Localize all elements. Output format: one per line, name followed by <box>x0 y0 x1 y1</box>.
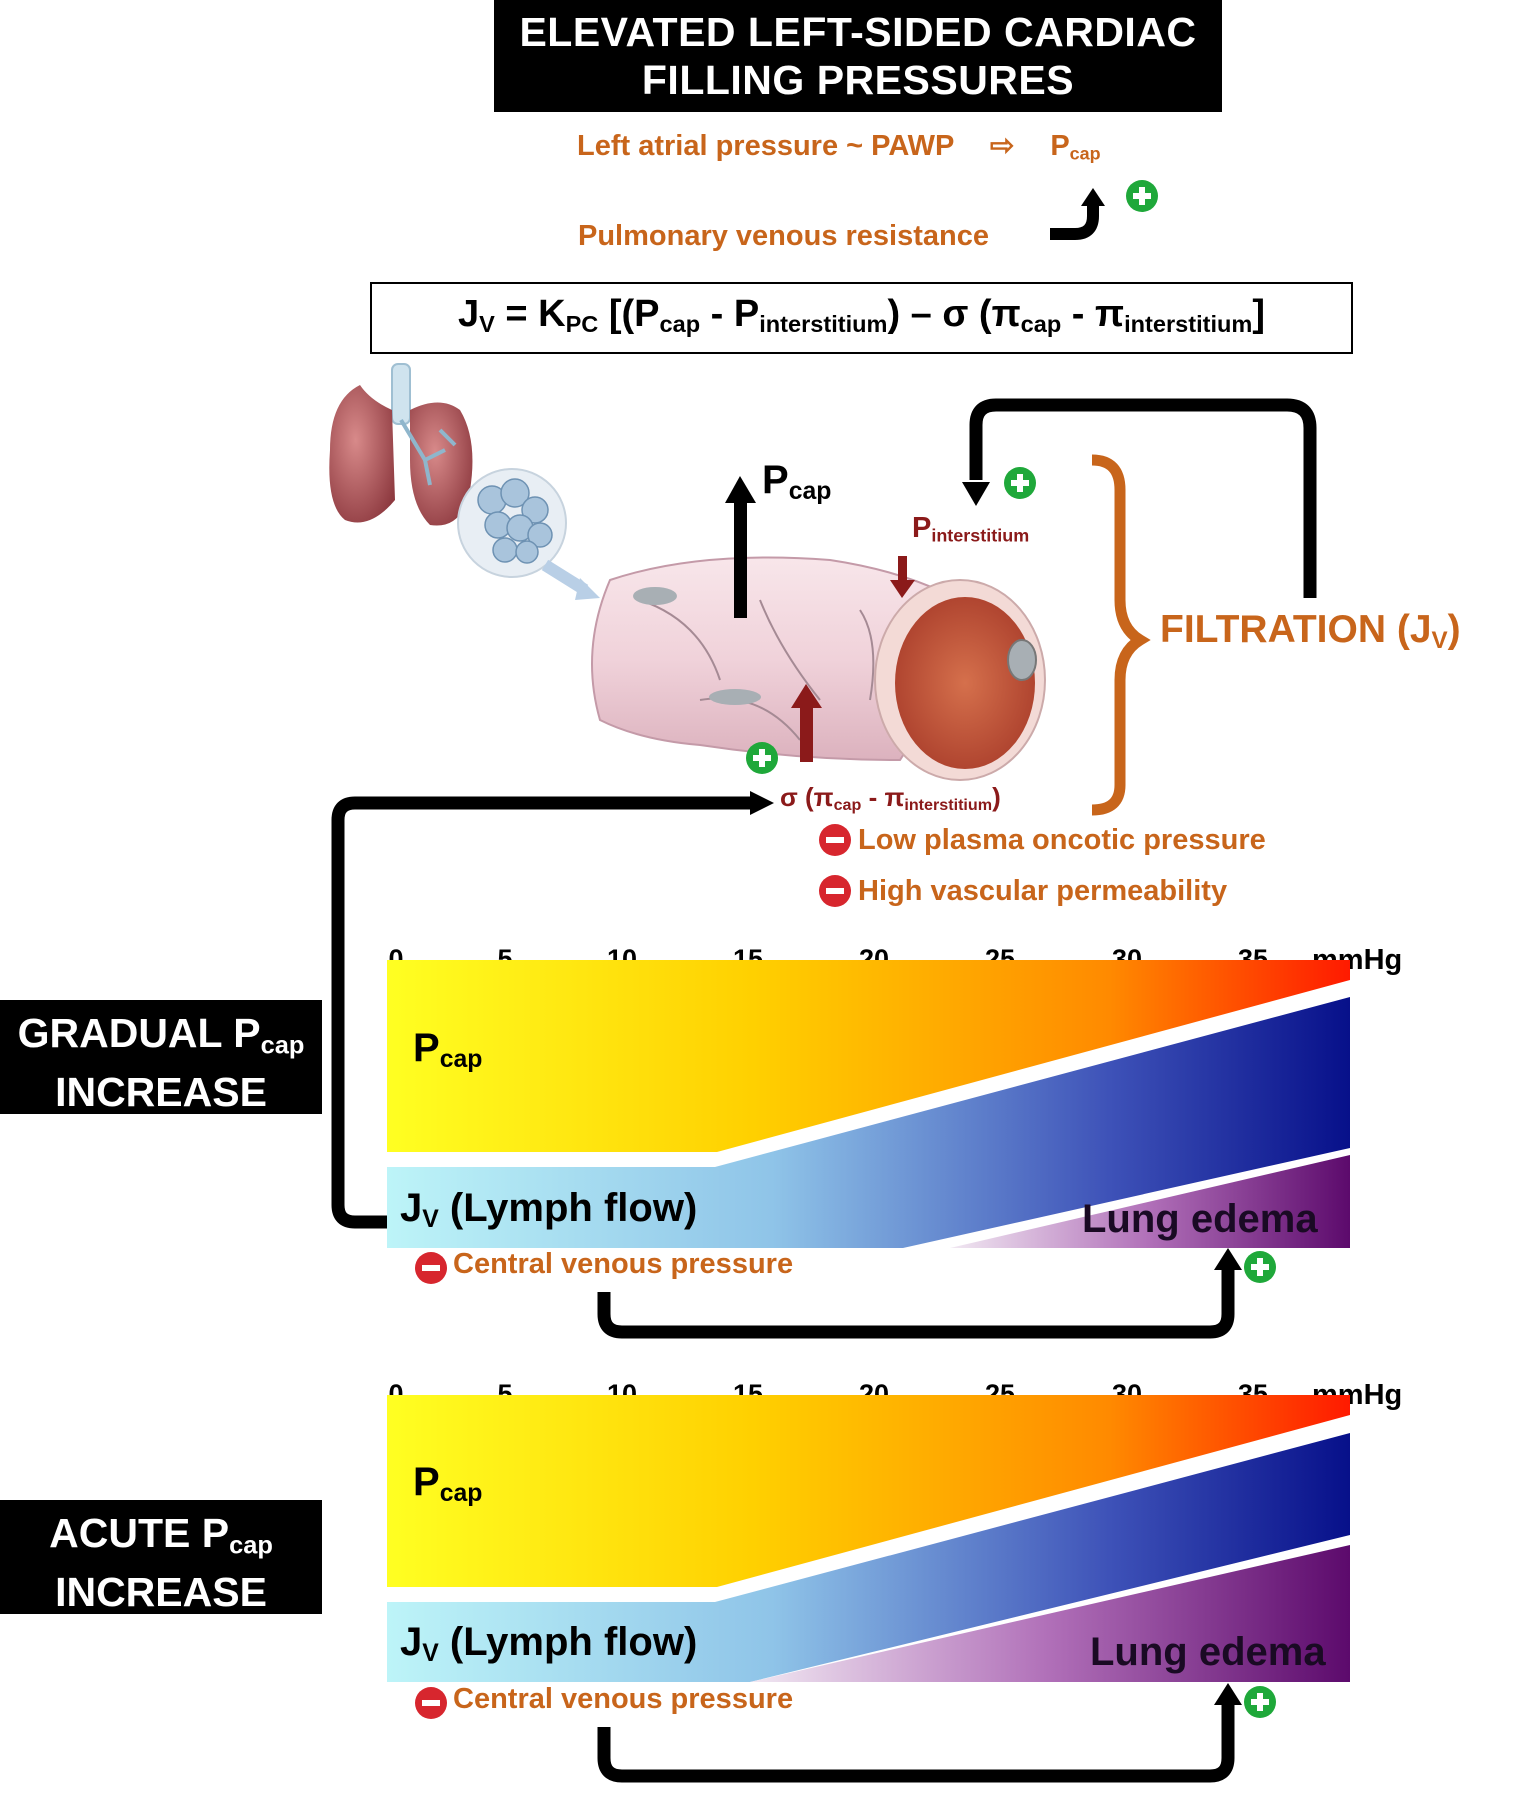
gradual-jv-sub: V <box>422 1206 439 1234</box>
gradual-pcap-p: P <box>413 1026 440 1070</box>
gradual-label-line2: INCREASE <box>55 1069 267 1116</box>
eq-int-sub2: interstitium <box>1124 310 1253 337</box>
pvr-text: Pulmonary venous resistance <box>578 220 989 252</box>
acute-jv-rest: (Lymph flow) <box>438 1620 698 1664</box>
oncotic-int-sub: interstitium <box>904 796 993 815</box>
gradual-cvp-label: Central venous pressure <box>453 1248 794 1280</box>
high-perm-minus-icon <box>819 875 851 907</box>
pint-label-sub: interstitium <box>931 525 1030 546</box>
filtration-brace <box>1091 454 1151 816</box>
pcap-up-arrow <box>725 476 756 618</box>
gradual-edema-band <box>950 1155 1350 1248</box>
lap-pcap: Pcap <box>1050 130 1101 164</box>
lymph-feedback-arrow <box>331 791 774 1229</box>
eq-cap-sub2: cap <box>1020 310 1062 337</box>
acute-jv-band-label: JV (Lymph flow) <box>400 1620 697 1668</box>
gradual-jv-j: J <box>400 1186 423 1230</box>
filtration-feedback-arrow <box>962 398 1317 598</box>
pint-label-p: P <box>912 512 932 544</box>
filtration-label: FILTRATION (JV) <box>1160 608 1461 655</box>
acute-pcap-p: P <box>413 1460 440 1504</box>
acute-cvp-minus-icon <box>415 1687 447 1719</box>
eq-jv: J <box>457 293 480 335</box>
acute-cvp-arrow <box>597 1683 1242 1783</box>
acute-edema-label: Lung edema <box>1090 1630 1326 1674</box>
starling-equation: JV = KPC [(Pcap - Pinterstitium) – σ (πc… <box>370 282 1353 354</box>
acute-pcap-sub: cap <box>439 1480 483 1508</box>
pinterstitium-label: Pinterstitium <box>912 512 1029 546</box>
acute-pcap-band <box>387 1395 1350 1587</box>
oncotic-end: ) <box>992 782 1001 812</box>
gradual-jv-band-label: JV (Lymph flow) <box>400 1186 697 1234</box>
acute-edema-band <box>750 1545 1350 1682</box>
gradual-pcap-band-label: Pcap <box>413 1026 482 1074</box>
main-title-line2: FILLING PRESSURES <box>641 57 1075 103</box>
capillary-vessel-illustration <box>591 556 1046 781</box>
oncotic-up-arrow <box>791 684 822 762</box>
eq-jv-sub: V <box>479 310 495 337</box>
oncotic-minus: - π <box>861 782 905 812</box>
gradual-jv-band <box>387 997 1350 1248</box>
gradual-cvp-arrow <box>597 1248 1242 1339</box>
gradual-label-line1: GRADUAL P <box>17 1010 261 1056</box>
acute-jv-band <box>387 1433 1350 1682</box>
acute-chart <box>387 1395 1350 1682</box>
acute-label-line2: INCREASE <box>55 1569 267 1616</box>
gradual-pcap-band <box>387 960 1350 1152</box>
gradual-edema-label: Lung edema <box>1082 1197 1318 1241</box>
lap-row: Left atrial pressure ~ PAWP ⇨ Pcap <box>577 128 1101 164</box>
lap-pcap-p: P <box>1050 130 1070 162</box>
pvr-plus-icon <box>1126 180 1158 212</box>
pcap-label: Pcap <box>762 458 831 506</box>
oncotic-cap-sub: cap <box>833 796 862 815</box>
acute-pcap-band-label: Pcap <box>413 1460 482 1508</box>
eq-minus2: - π <box>1061 293 1125 335</box>
gradual-label-sub: cap <box>260 1031 305 1060</box>
gradual-cvp-minus-icon <box>415 1252 447 1284</box>
eq-mid: ) – σ (π <box>887 293 1021 335</box>
acute-edema-plus-icon <box>1244 1686 1276 1718</box>
main-title: ELEVATED LEFT-SIDED CARDIAC FILLING PRES… <box>494 0 1222 112</box>
implies-arrow-icon: ⇨ <box>989 130 1015 162</box>
main-title-line1: ELEVATED LEFT-SIDED CARDIAC <box>519 9 1197 55</box>
eq-k: = K <box>494 293 566 335</box>
acute-label-line1: ACUTE P <box>49 1510 230 1556</box>
filtration-text: FILTRATION (J <box>1160 608 1432 651</box>
pvr-arrow <box>1050 188 1105 240</box>
eq-end: ] <box>1252 293 1265 335</box>
pint-plus-icon <box>1004 467 1036 499</box>
pcap-label-sub: cap <box>788 478 832 506</box>
oncotic-term: σ (πcap - πinterstitium) <box>780 782 1001 815</box>
acute-jv-j: J <box>400 1620 423 1664</box>
lap-pcap-sub: cap <box>1069 143 1101 164</box>
acute-jv-sub: V <box>422 1640 439 1668</box>
eq-p1: [(P <box>598 293 660 335</box>
low-oncotic-text: Low plasma oncotic pressure <box>858 824 1266 856</box>
lungs-illustration <box>329 363 600 600</box>
eq-kpc-sub: PC <box>565 310 599 337</box>
oncotic-sigma: σ (π <box>780 782 834 812</box>
acute-label: ACUTE Pcap INCREASE <box>0 1500 322 1616</box>
gradual-pcap-sub: cap <box>439 1046 483 1074</box>
oncotic-plus-icon <box>746 742 778 774</box>
eq-minus1: - P <box>700 293 760 335</box>
lap-text: Left atrial pressure ~ PAWP <box>577 130 954 162</box>
eq-int-sub: interstitium <box>759 310 888 337</box>
gradual-jv-rest: (Lymph flow) <box>438 1186 698 1230</box>
gradual-label: GRADUAL Pcap INCREASE <box>0 1000 322 1116</box>
filtration-end: ) <box>1447 608 1461 651</box>
filtration-sub: V <box>1431 627 1448 655</box>
gradual-edema-plus-icon <box>1244 1251 1276 1283</box>
high-permeability-text: High vascular permeability <box>858 875 1228 907</box>
gradual-chart <box>387 960 1350 1248</box>
pcap-label-p: P <box>762 458 789 502</box>
acute-cvp-label: Central venous pressure <box>453 1683 794 1715</box>
acute-label-sub: cap <box>229 1531 273 1560</box>
low-oncotic-minus-icon <box>819 824 851 856</box>
pinterstitium-down-arrow <box>890 556 915 598</box>
eq-cap-sub: cap <box>659 310 701 337</box>
